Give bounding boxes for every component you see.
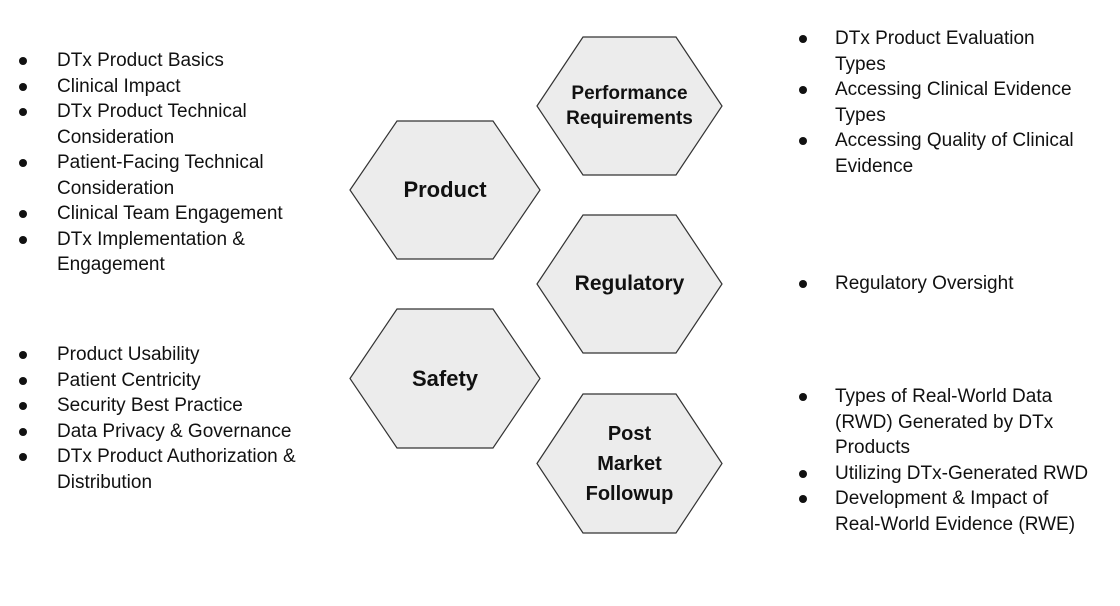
list-item: Accessing Quality of Clinical Evidence <box>790 128 1090 179</box>
list-item: DTx Product Evaluation Types <box>790 26 1090 77</box>
performance-requirements-hexagon: Performance Requirements <box>536 36 723 176</box>
post-market-followup-hexagon-label: Post Market Followup <box>585 422 674 505</box>
list-item: Clinical Team Engagement <box>10 201 330 227</box>
list-item: Development & Impact of Real-World Evide… <box>790 486 1090 537</box>
list-item: DTx Implementation & Engagement <box>10 227 330 278</box>
product-topics-list: DTx Product Basics Clinical Impact DTx P… <box>10 48 330 278</box>
list-item: Product Usability <box>10 342 330 368</box>
list-item: DTx Product Basics <box>10 48 330 74</box>
post-market-followup-hexagon-shape <box>536 393 723 534</box>
performance-topics-list: DTx Product Evaluation Types Accessing C… <box>790 26 1090 179</box>
list-item: Regulatory Oversight <box>790 271 1090 297</box>
safety-hexagon-shape <box>349 308 541 449</box>
list-item: DTx Product Authorization & Distribution <box>10 444 330 495</box>
list-item: Data Privacy & Governance <box>10 419 330 445</box>
safety-topics-list: Product Usability Patient Centricity Sec… <box>10 342 330 495</box>
list-item: Utilizing DTx-Generated RWD <box>790 461 1090 487</box>
post-market-followup-hexagon: Post Market Followup <box>536 393 723 534</box>
product-hexagon-label: Product <box>403 177 487 202</box>
list-item: Accessing Clinical Evidence Types <box>790 77 1090 128</box>
safety-hexagon: Safety <box>349 308 541 449</box>
regulatory-hexagon-label: Regulatory <box>574 272 685 295</box>
safety-hexagon-label: Safety <box>411 365 479 391</box>
list-item: Patient Centricity <box>10 368 330 394</box>
regulatory-hexagon-shape <box>536 214 723 354</box>
list-item: DTx Product Technical Consideration <box>10 99 330 150</box>
regulatory-hexagon: Regulatory <box>536 214 723 354</box>
post-market-topics-list: Types of Real-World Data (RWD) Generated… <box>790 384 1090 537</box>
product-hexagon: Product <box>349 120 541 260</box>
performance-requirements-hexagon-shape <box>536 36 723 176</box>
list-item: Types of Real-World Data (RWD) Generated… <box>790 384 1090 461</box>
regulatory-topics-list: Regulatory Oversight <box>790 271 1090 297</box>
list-item: Security Best Practice <box>10 393 330 419</box>
list-item: Patient-Facing Technical Consideration <box>10 150 330 201</box>
performance-requirements-hexagon-label: Performance Requirements <box>566 83 693 129</box>
list-item: Clinical Impact <box>10 74 330 100</box>
product-hexagon-shape <box>349 120 541 260</box>
